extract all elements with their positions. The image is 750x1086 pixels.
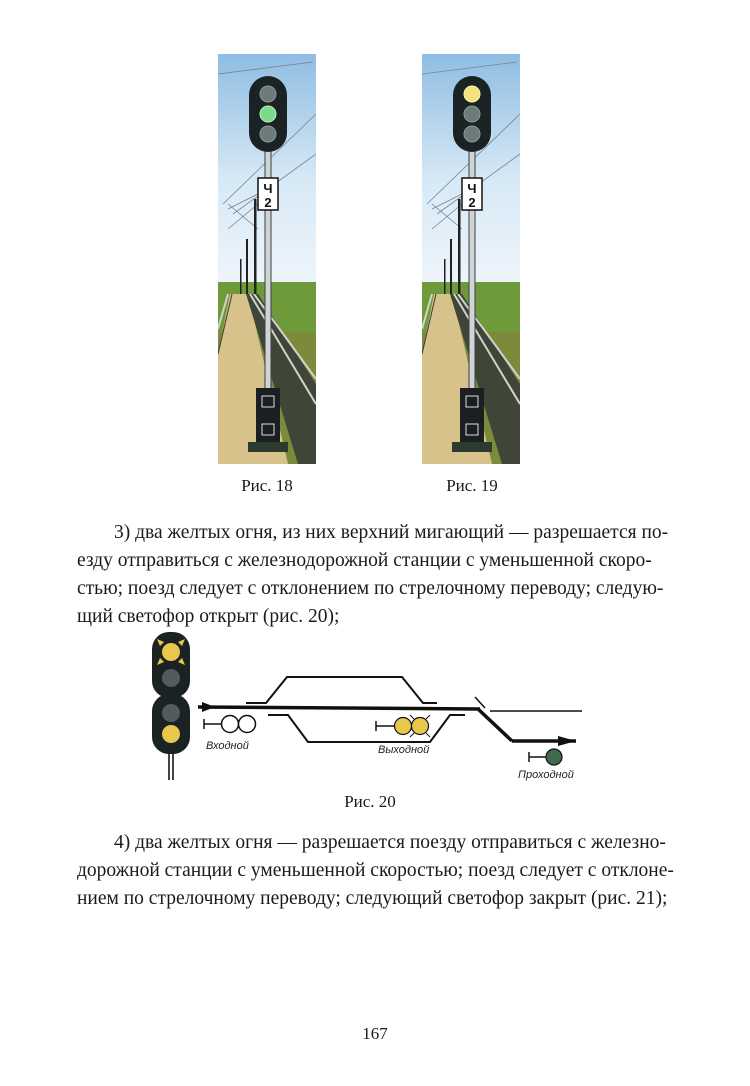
entry-signal-lamp bbox=[237, 714, 257, 734]
through-signal-label: Проходной bbox=[518, 769, 574, 781]
figure-19-photo: Ч 2 bbox=[422, 54, 520, 464]
steady-yellow-light bbox=[162, 725, 180, 743]
through-signal-lamp bbox=[545, 748, 563, 766]
svg-text:Ч: Ч bbox=[467, 181, 476, 196]
svg-text:2: 2 bbox=[468, 195, 475, 210]
text-line: 3) два желтых огня, из них верхний мигаю… bbox=[114, 522, 669, 543]
text-line: 4) два желтых огня — разрешается поезду … bbox=[114, 832, 666, 853]
figure-20-diagram: Входной Выходной Проходной bbox=[140, 628, 590, 788]
figure-18-caption: Рис. 18 bbox=[241, 476, 293, 495]
signal-light-bottom bbox=[463, 125, 481, 143]
signal-light-bottom bbox=[259, 125, 277, 143]
signal-head-lower bbox=[152, 694, 190, 754]
text-line: езду отправиться с железнодорожной станц… bbox=[77, 550, 652, 571]
figure-19-caption: Рис. 19 bbox=[446, 476, 498, 495]
figure-18-photo: Ч 2 bbox=[218, 54, 316, 464]
text-line: щий светофор открыт (рис. 20); bbox=[77, 606, 340, 627]
exit-signal-label: Выходной bbox=[378, 744, 429, 756]
paragraph-item-3: 3) два желтых огня, из них верхний мигаю… bbox=[77, 519, 697, 631]
signal-head-upper bbox=[152, 632, 190, 698]
svg-text:Ч: Ч bbox=[263, 181, 272, 196]
figure-20-caption: Рис. 20 bbox=[344, 792, 396, 811]
page-number: 167 bbox=[362, 1024, 388, 1043]
paragraph-item-4: 4) два желтых огня — разрешается поезду … bbox=[77, 829, 697, 913]
flashing-yellow-light bbox=[162, 643, 180, 661]
signal-light-middle bbox=[259, 105, 277, 123]
railway-signal-illustration: Ч 2 bbox=[422, 54, 520, 464]
svg-text:2: 2 bbox=[264, 195, 271, 210]
entry-signal-lamp bbox=[220, 714, 240, 734]
exit-signal-lamp bbox=[393, 716, 413, 736]
entry-signal-label: Входной bbox=[206, 740, 249, 752]
lamp-off bbox=[162, 704, 180, 722]
signal-light-top bbox=[463, 85, 481, 103]
text-line: нием по стрелочному переводу; следующий … bbox=[77, 888, 668, 909]
text-line: дорожной станции с уменьшенной скоростью… bbox=[77, 860, 674, 881]
railway-signal-illustration: Ч 2 bbox=[218, 54, 316, 464]
exit-signal-lamp-flashing bbox=[410, 716, 430, 736]
lamp-off bbox=[162, 669, 180, 687]
signal-light-middle bbox=[463, 105, 481, 123]
signal-light-top bbox=[259, 85, 277, 103]
text-line: стью; поезд следует с отклонением по стр… bbox=[77, 578, 664, 599]
